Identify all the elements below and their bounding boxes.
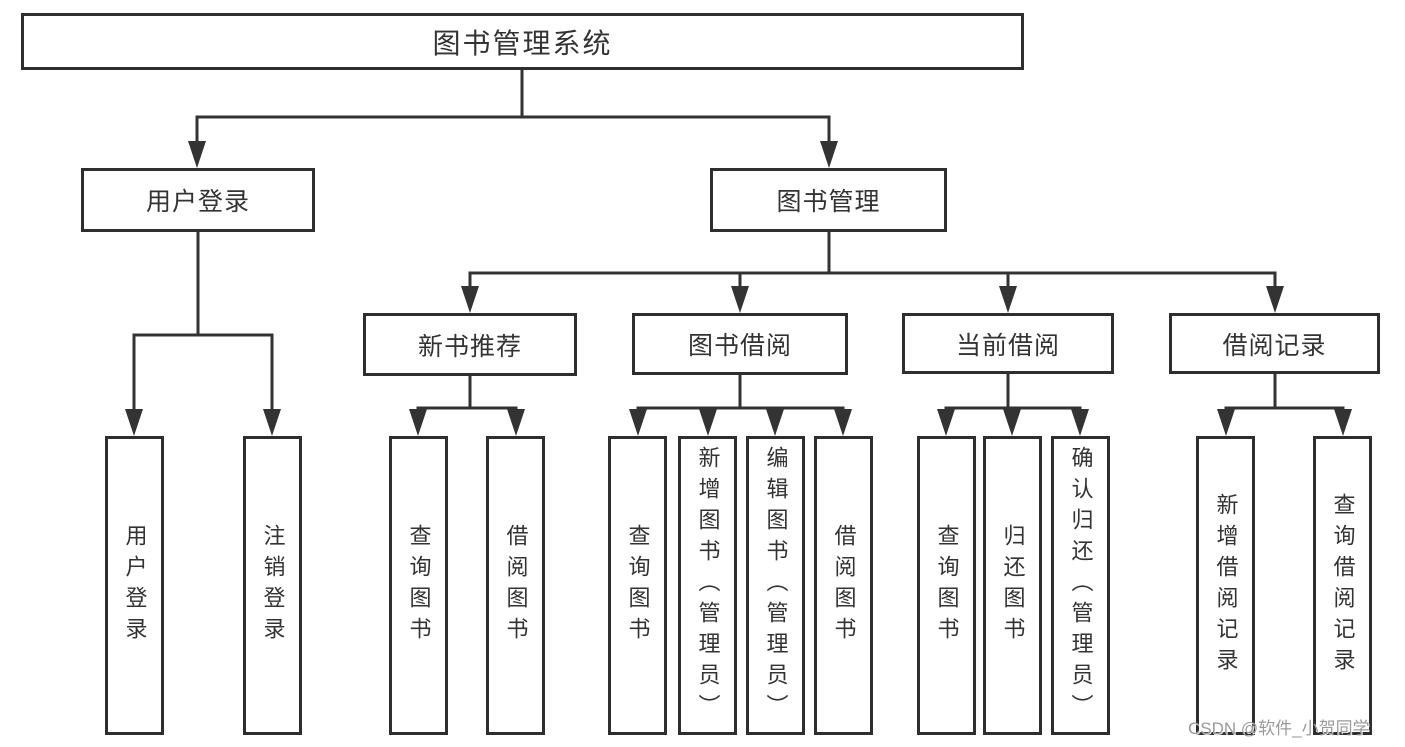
node-leaf-confirm-return-admin: 确认归还（管理员）: [1051, 436, 1110, 735]
edge-bookmgmt-to-level3: [468, 232, 1277, 300]
node-library-management-system: 图书管理系统: [21, 13, 1024, 70]
node-label: 新书推荐: [417, 332, 522, 361]
node-label: 新增借阅记录: [1213, 492, 1239, 679]
arrow-down-icon: [125, 409, 143, 436]
node-leaf-return-books: 归还图书: [983, 436, 1042, 735]
edge-records-to-leaves: [1224, 373, 1345, 422]
arrow-down-icon: [1003, 409, 1021, 436]
node-label: 当前借阅: [955, 331, 1060, 360]
arrow-down-icon: [629, 409, 647, 436]
node-label: 查询借阅记录: [1330, 492, 1356, 679]
node-leaf-edit-book-admin: 编辑图书（管理员）: [746, 436, 805, 735]
node-leaf-add-borrow-record: 新增借阅记录: [1196, 436, 1255, 735]
node-label: 图书管理: [776, 188, 881, 216]
edge-userlogin-to-leaves: [132, 232, 274, 420]
node-leaf-user-login: 用户登录: [105, 436, 164, 735]
node-label: 借阅记录: [1222, 331, 1327, 360]
arrow-down-icon: [699, 409, 717, 436]
node-book-management: 图书管理: [710, 168, 947, 232]
arrowheads: [125, 141, 1352, 436]
node-label: 查询图书: [934, 523, 960, 648]
node-leaf-query-books-recommend: 查询图书: [389, 436, 448, 735]
node-leaf-query-books-borrowing: 查询图书: [608, 436, 667, 735]
arrow-down-icon: [1334, 409, 1352, 436]
node-user-login: 用户登录: [81, 168, 315, 232]
node-leaf-borrow-books-recommend: 借阅图书: [486, 436, 545, 735]
node-label: 注销登录: [260, 523, 286, 648]
node-label: 归还图书: [1000, 523, 1026, 648]
node-new-book-recommend: 新书推荐: [363, 313, 577, 376]
node-label: 确认归还（管理员）: [1068, 446, 1094, 725]
arrow-down-icon: [507, 409, 525, 436]
node-label: 用户登录: [145, 188, 250, 216]
arrow-down-icon: [409, 409, 427, 436]
node-label: 查询图书: [625, 523, 651, 648]
arrow-down-icon: [1071, 409, 1089, 436]
edge-root-to-level2: [195, 70, 831, 155]
arrow-down-icon: [766, 409, 784, 436]
node-leaf-logout-login: 注销登录: [243, 436, 302, 735]
node-label: 查询图书: [406, 523, 432, 648]
arrow-down-icon: [188, 141, 206, 168]
node-label: 借阅图书: [831, 523, 857, 648]
arrow-down-icon: [461, 286, 479, 313]
csdn-watermark: CSDN @软件_小贺同学: [1188, 719, 1370, 738]
arrow-down-icon: [834, 409, 852, 436]
arrow-down-icon: [1217, 409, 1235, 436]
node-label: 新增图书（管理员）: [695, 446, 721, 725]
node-leaf-borrow-books: 借阅图书: [814, 436, 873, 735]
edge-newbook-to-leaves: [416, 376, 518, 422]
node-book-borrowing: 图书借阅: [632, 313, 848, 375]
node-leaf-add-book-admin: 新增图书（管理员）: [678, 436, 737, 735]
node-leaf-query-books-current: 查询图书: [917, 436, 976, 735]
arrow-down-icon: [731, 286, 749, 313]
node-borrowing-records: 借阅记录: [1169, 313, 1380, 374]
arrow-down-icon: [820, 141, 838, 168]
arrow-down-icon: [999, 286, 1017, 313]
node-label: 编辑图书（管理员）: [763, 446, 789, 725]
arrow-down-icon: [937, 409, 955, 436]
node-label: 借阅图书: [503, 523, 529, 648]
edge-borrowing-to-leaves: [636, 375, 845, 422]
node-current-borrowing: 当前借阅: [902, 313, 1114, 374]
node-label: 图书借阅: [687, 332, 792, 360]
node-leaf-query-borrow-record: 查询借阅记录: [1313, 436, 1372, 735]
arrow-down-icon: [263, 409, 281, 436]
arrow-down-icon: [1266, 286, 1284, 313]
node-label: 图书管理系统: [432, 27, 613, 59]
node-label: 用户登录: [122, 523, 148, 648]
